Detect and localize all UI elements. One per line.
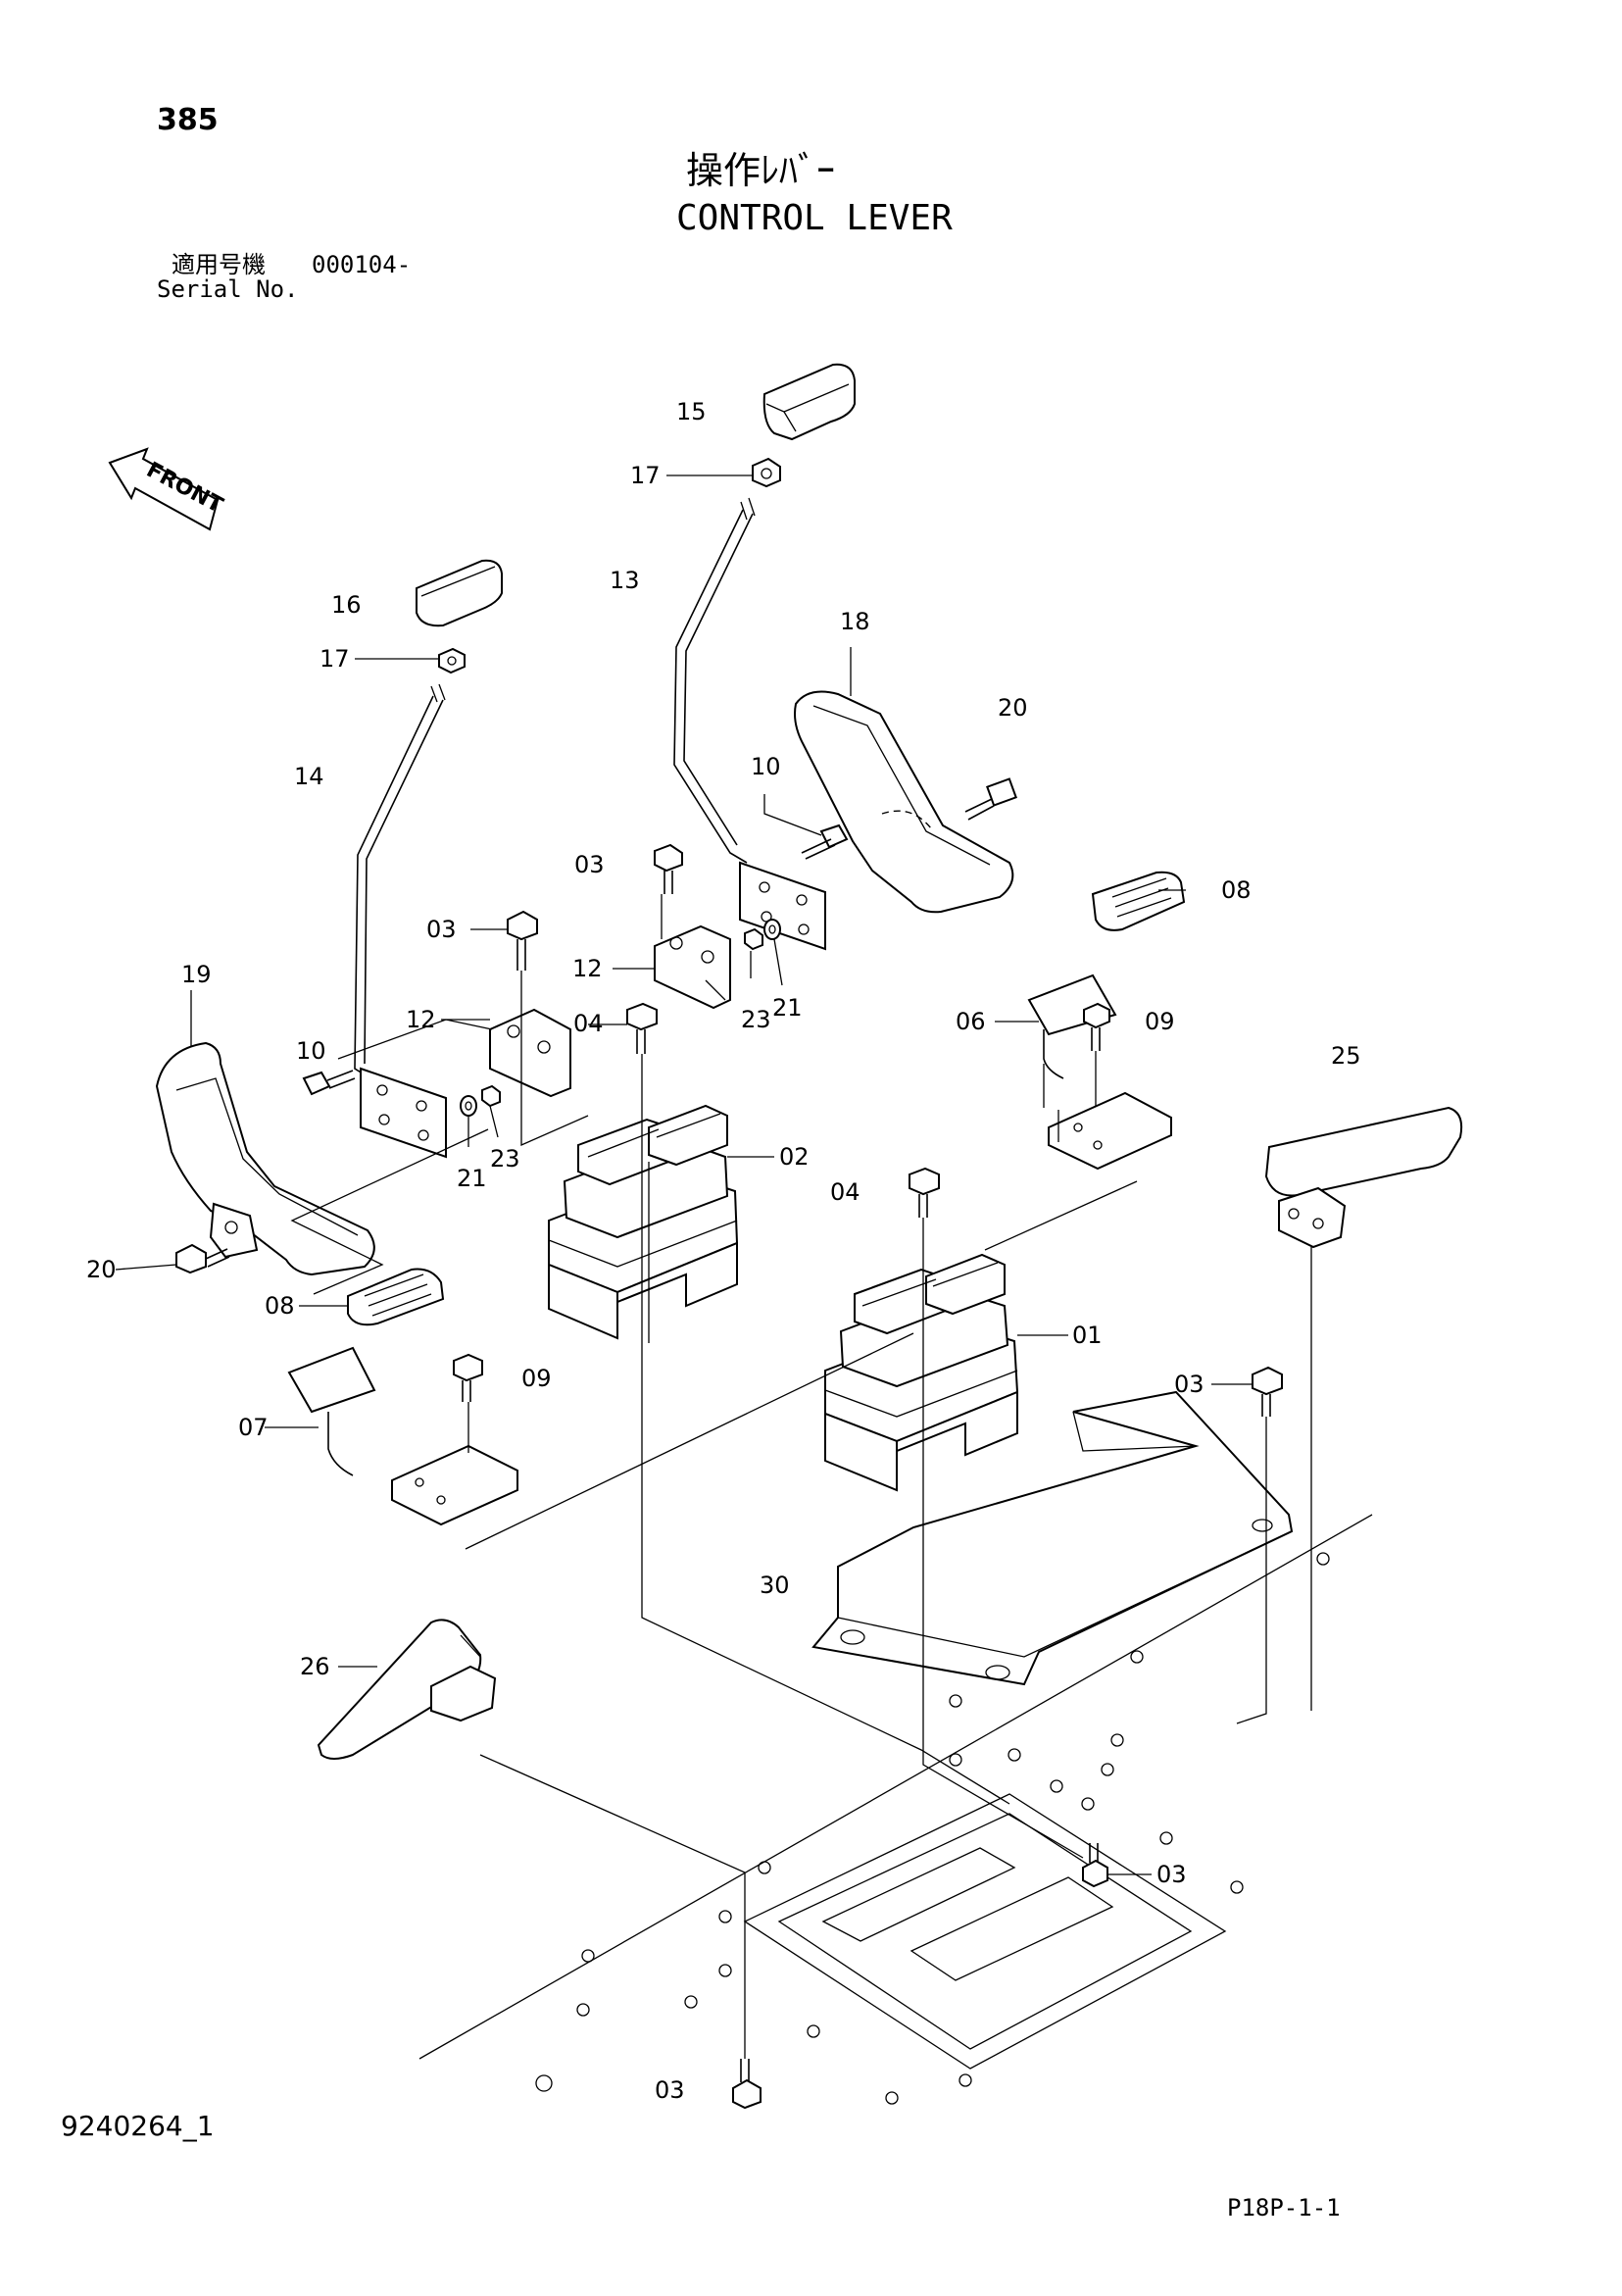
serial-label-english: Serial No.: [157, 275, 299, 303]
serial-label-japanese: 適用号機: [172, 251, 266, 278]
callout-17-lower: 17: [319, 645, 350, 673]
pedal-pad-08-lower: [347, 1268, 445, 1326]
callout-06: 06: [956, 1008, 986, 1035]
callout-13: 13: [610, 567, 640, 594]
callout-09-upper: 09: [1145, 1008, 1175, 1035]
pedal-25: [1264, 1106, 1463, 1249]
callout-08-upper: 08: [1221, 876, 1252, 904]
callout-14: 14: [294, 763, 324, 790]
document-number: 9240264_1: [61, 2110, 215, 2142]
callout-03-floor-bottom: 03: [655, 2076, 685, 2104]
callout-30: 30: [760, 1572, 790, 1599]
front-arrow-icon: FRONT: [108, 447, 226, 531]
bracket-plate-upper: [739, 861, 826, 951]
bolt-03-right: [1252, 1366, 1283, 1417]
title-english: CONTROL LEVER: [676, 198, 953, 238]
callout-12-upper: 12: [572, 955, 603, 982]
lever-rod-13: [673, 497, 756, 864]
callout-10-upper: 10: [751, 753, 781, 780]
callout-03-upper-center: 03: [574, 851, 605, 878]
washer-23-lower: [481, 1084, 501, 1108]
bracket-12-lower: [489, 1008, 571, 1098]
callout-18: 18: [840, 608, 870, 635]
lever-knob-15: [762, 363, 856, 441]
callout-23-upper: 23: [741, 1006, 771, 1033]
callout-21-lower: 21: [457, 1165, 487, 1192]
callout-25: 25: [1331, 1042, 1361, 1070]
foot-plate-07: [287, 1346, 518, 1526]
bolt-03-floor-right: [1082, 1843, 1108, 1888]
page-number: 385: [157, 103, 219, 137]
bracket-plate-lower: [360, 1067, 447, 1159]
pedal-18: [794, 690, 1014, 914]
title-japanese: 操作ﾚﾊﾞｰ: [686, 149, 836, 192]
callout-03-lower-center: 03: [426, 916, 457, 943]
page-code: P18P-1-1: [1227, 2194, 1341, 2221]
callout-15: 15: [676, 398, 707, 425]
bolt-20-upper: [964, 777, 1017, 821]
leader-lines: [115, 474, 1253, 1875]
bolt-09-lower: [453, 1353, 483, 1402]
callout-20-upper: 20: [998, 694, 1028, 722]
assembly-lines: [290, 894, 1312, 2059]
washer-23-upper: [744, 927, 763, 951]
bracket-12-upper: [654, 924, 731, 1010]
callout-20-lower: 20: [86, 1256, 117, 1283]
bolt-20-lower: [175, 1243, 230, 1274]
callout-03-right: 03: [1174, 1371, 1204, 1398]
callout-12-lower: 12: [406, 1006, 436, 1033]
callout-10-lower: 10: [296, 1037, 326, 1065]
callout-26: 26: [300, 1653, 330, 1680]
callout-02: 02: [779, 1143, 810, 1171]
callout-23-lower: 23: [490, 1145, 520, 1173]
mounting-bracket-30: [811, 1390, 1294, 1686]
bolt-09-upper: [1083, 1002, 1110, 1051]
callout-21-upper: 21: [772, 994, 803, 1022]
nut-17-upper: [752, 457, 781, 488]
nut-17-lower: [438, 647, 466, 674]
bolt-10-lower: [302, 1070, 356, 1096]
lever-knob-16: [416, 559, 503, 627]
bolt-04-lower: [909, 1167, 940, 1218]
control-valve-01: [824, 1253, 1019, 1492]
callout-04-upper: 04: [573, 1010, 604, 1037]
control-valve-02: [548, 1104, 739, 1340]
callout-04-lower: 04: [830, 1178, 860, 1206]
bolt-10-upper: [801, 824, 849, 860]
callout-09-lower: 09: [521, 1365, 552, 1392]
callout-08-lower: 08: [265, 1292, 295, 1320]
callout-03-floor-right: 03: [1156, 1861, 1187, 1888]
bolt-03-upper-center: [654, 843, 683, 894]
bolt-04-upper: [626, 1002, 658, 1054]
callout-07: 07: [238, 1414, 269, 1441]
callout-19: 19: [181, 961, 212, 988]
bolt-03-lower-center: [507, 910, 538, 971]
bolt-03-floor-bottom: [732, 2059, 762, 2110]
pedal-26: [317, 1619, 497, 1760]
pedal-19: [155, 1041, 375, 1276]
washer-21-upper: [763, 919, 781, 940]
washer-21-lower: [460, 1095, 477, 1117]
callout-labels: 15 17 13 16 17 18 20 14 10 03 03 08 12 1…: [86, 398, 1361, 2104]
callout-17-upper: 17: [630, 462, 661, 489]
floor-plate: [418, 1514, 1373, 2105]
pedal-pad-08-upper: [1091, 871, 1186, 931]
serial-number-value: 000104-: [312, 251, 412, 278]
callout-01: 01: [1072, 1322, 1103, 1349]
callout-16: 16: [331, 591, 362, 619]
